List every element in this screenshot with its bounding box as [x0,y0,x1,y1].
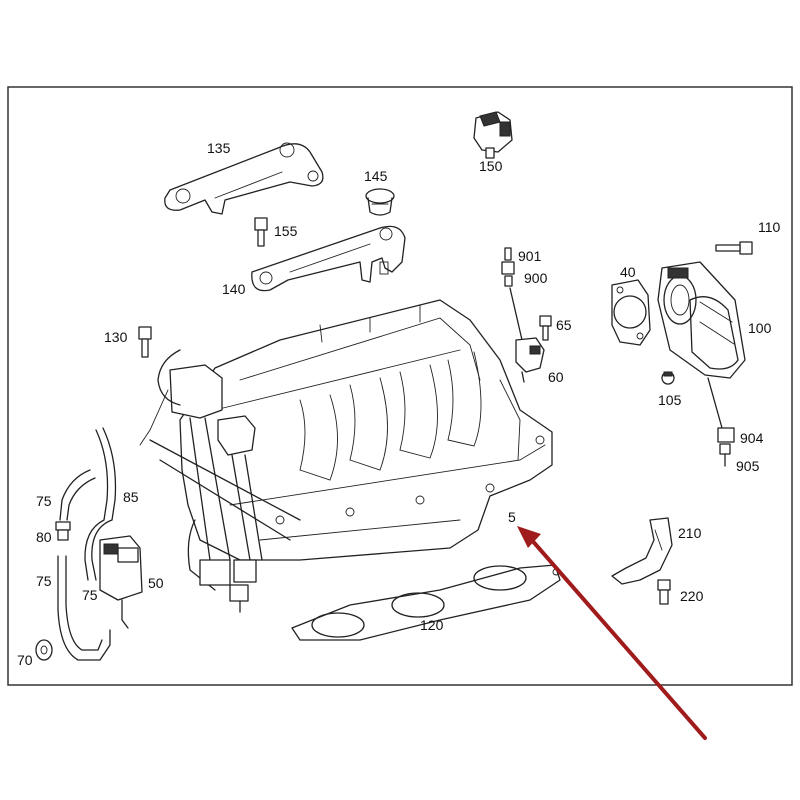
actuator-cluster [139,349,301,613]
label-85: 85 [123,489,139,505]
hose-75-middle [84,519,113,581]
label-5: 5 [508,509,516,525]
hose-85 [95,427,117,521]
pointer-arrow [517,526,707,740]
label-50: 50 [148,575,164,591]
gasket-40 [611,279,651,346]
label-100: 100 [748,320,772,336]
hose-75-upper [59,469,96,521]
hose-75-lower [57,555,111,661]
label-40: 40 [620,264,636,280]
label-901: 901 [518,248,542,264]
label-75-top: 75 [36,493,52,509]
label-150: 150 [479,158,503,174]
part-60 [515,337,545,383]
label-75-low: 75 [82,587,98,603]
sensor-150 [473,111,513,159]
label-75-mid: 75 [36,573,52,589]
solenoid-valve-50 [99,535,143,629]
label-155: 155 [274,223,298,239]
bracket-140 [251,225,406,292]
bolt-110 [715,241,753,255]
throttle-body-100 [657,261,746,379]
bolt-155 [254,217,268,247]
label-145: 145 [364,168,388,184]
cap-145 [365,188,395,216]
label-140: 140 [222,281,246,297]
label-105: 105 [658,392,682,408]
label-60: 60 [548,369,564,385]
label-900: 900 [524,270,548,286]
connector-904 [707,377,735,467]
label-135: 135 [207,140,231,156]
bolt-65 [539,315,552,341]
label-80: 80 [36,529,52,545]
bracket-135 [164,142,324,215]
diagram-frame [7,86,793,686]
intake-manifold-5 [179,299,553,561]
label-110: 110 [758,219,781,235]
sensor-900 [501,247,523,341]
label-220: 220 [680,588,704,604]
gasket-120 [291,564,561,641]
label-120: 120 [420,617,444,633]
washer-70 [35,639,53,661]
label-210: 210 [678,525,702,541]
label-904: 904 [740,430,764,446]
label-70: 70 [17,652,33,668]
label-905: 905 [736,458,760,474]
label-65: 65 [556,317,572,333]
bracket-210 [611,517,673,585]
label-130: 130 [104,329,128,345]
part-105 [661,371,675,385]
bolt-130 [138,326,152,358]
bolt-220 [657,579,671,605]
fitting-80 [55,521,71,541]
